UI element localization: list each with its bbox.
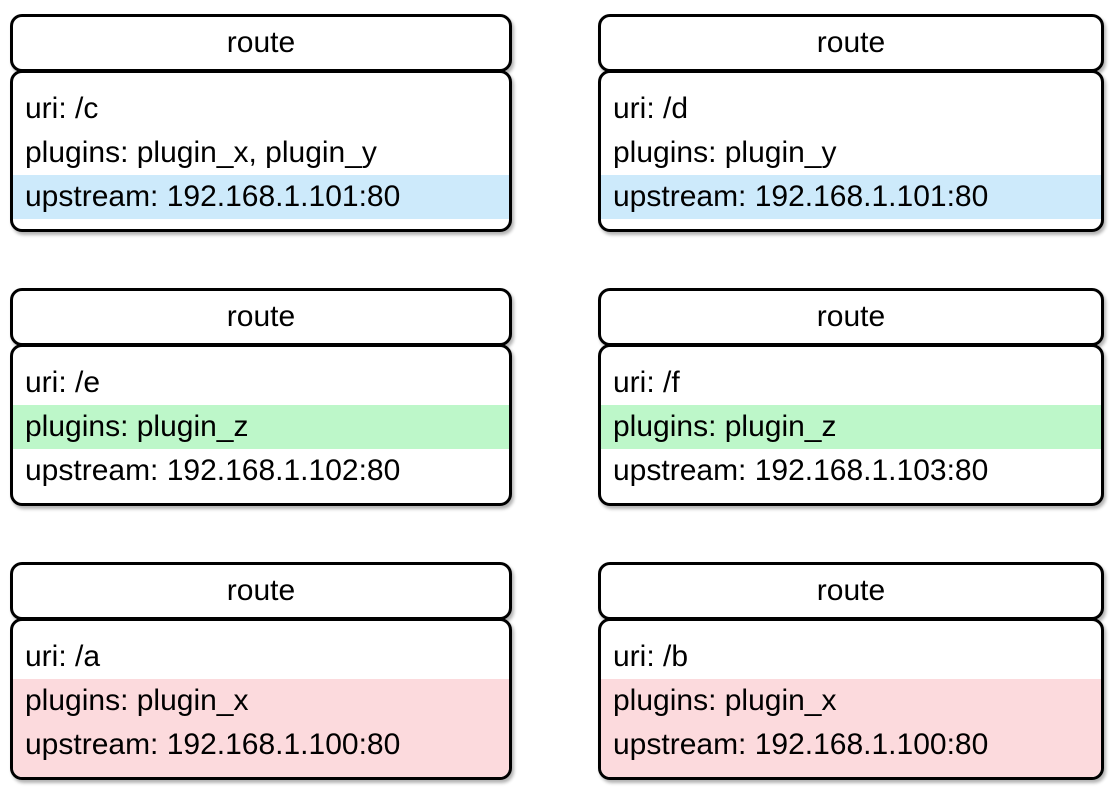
- upstream-line: upstream: 192.168.1.101:80: [601, 175, 1101, 219]
- plugins-line: plugins: plugin_x: [613, 684, 837, 717]
- route-card-title: route: [226, 26, 296, 59]
- upstream-line: upstream: 192.168.1.100:80: [25, 728, 401, 761]
- upstream-line: upstream: 192.168.1.102:80: [25, 454, 401, 487]
- uri-line: uri: /d: [613, 92, 689, 125]
- route-card-title: route: [816, 26, 886, 59]
- route-card-title: route: [226, 300, 296, 333]
- route-card-title: route: [816, 300, 886, 333]
- route-card-body: uri: /a plugins: plugin_x upstream: 192.…: [10, 618, 512, 780]
- route-card-d: route uri: /d plugins: plugin_y upstream…: [598, 14, 1104, 232]
- upstream-line: upstream: 192.168.1.103:80: [613, 454, 989, 487]
- uri-line: uri: /e: [25, 366, 101, 399]
- route-card-header: route: [598, 288, 1104, 346]
- route-card-header: route: [10, 14, 512, 72]
- route-card-body: uri: /f plugins: plugin_z upstream: 192.…: [598, 344, 1104, 506]
- pink-highlight-band: plugins: plugin_x upstream: 192.168.1.10…: [13, 679, 509, 777]
- route-card-f: route uri: /f plugins: plugin_z upstream…: [598, 288, 1104, 506]
- route-card-header: route: [10, 288, 512, 346]
- plugins-line: plugins: plugin_z: [13, 405, 509, 449]
- upstream-line: upstream: 192.168.1.100:80: [613, 728, 989, 761]
- plugins-line: plugins: plugin_x, plugin_y: [25, 136, 377, 169]
- upstream-line: upstream: 192.168.1.101:80: [13, 175, 509, 219]
- plugins-line: plugins: plugin_z: [601, 405, 1101, 449]
- plugins-line: plugins: plugin_y: [613, 136, 837, 169]
- route-card-b: route uri: /b plugins: plugin_x upstream…: [598, 562, 1104, 780]
- route-card-body: uri: /b plugins: plugin_x upstream: 192.…: [598, 618, 1104, 780]
- route-card-a: route uri: /a plugins: plugin_x upstream…: [10, 562, 512, 780]
- uri-line: uri: /c: [25, 92, 99, 125]
- route-card-header: route: [598, 14, 1104, 72]
- route-card-body: uri: /e plugins: plugin_z upstream: 192.…: [10, 344, 512, 506]
- route-card-body: uri: /d plugins: plugin_y upstream: 192.…: [598, 70, 1104, 232]
- route-card-c: route uri: /c plugins: plugin_x, plugin_…: [10, 14, 512, 232]
- pink-highlight-band: plugins: plugin_x upstream: 192.168.1.10…: [601, 679, 1101, 777]
- uri-line: uri: /a: [25, 640, 101, 673]
- route-card-e: route uri: /e plugins: plugin_z upstream…: [10, 288, 512, 506]
- uri-line: uri: /b: [613, 640, 689, 673]
- route-card-header: route: [598, 562, 1104, 620]
- plugins-line: plugins: plugin_x: [25, 684, 249, 717]
- uri-line: uri: /f: [613, 366, 680, 399]
- route-card-title: route: [226, 574, 296, 607]
- route-card-title: route: [816, 574, 886, 607]
- route-card-body: uri: /c plugins: plugin_x, plugin_y upst…: [10, 70, 512, 232]
- route-card-header: route: [10, 562, 512, 620]
